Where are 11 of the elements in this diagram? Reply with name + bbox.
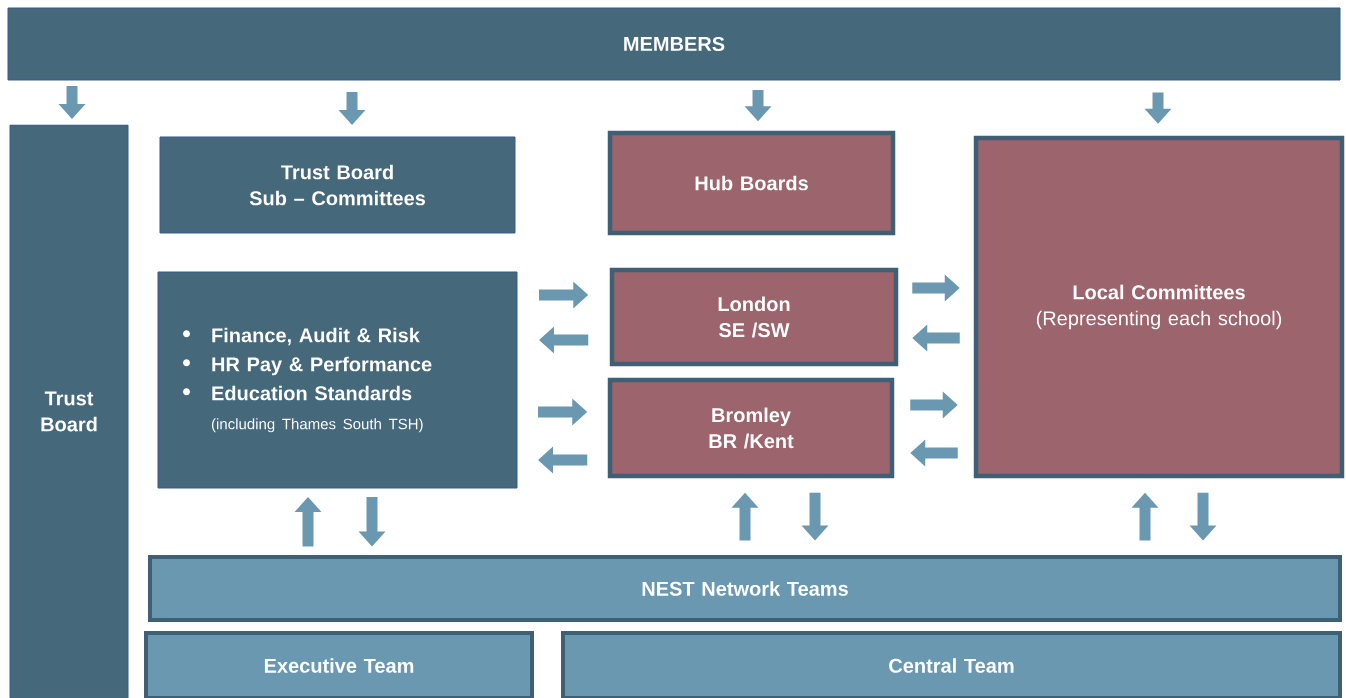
board-box: Hub Boards (607, 130, 896, 236)
hub-box: Bromley BR /Kent (607, 377, 895, 479)
team-bar: NEST Network Teams (148, 555, 1342, 622)
committee-box: Local Committees (Representing each school) (973, 135, 1345, 479)
committee-box: Trust Board Sub – Committees (159, 136, 516, 234)
team-bar: Central Team (561, 631, 1342, 698)
side-panel: Trust Board (9, 124, 129, 698)
header-bar: MEMBERS (7, 7, 1341, 81)
hub-box: London SE /SW (609, 267, 899, 367)
list-box: Finance, Audit & Risk HR Pay & Performance Education Standards (including Thames South TSH) (157, 271, 518, 489)
team-bar: Executive Team (144, 631, 534, 698)
